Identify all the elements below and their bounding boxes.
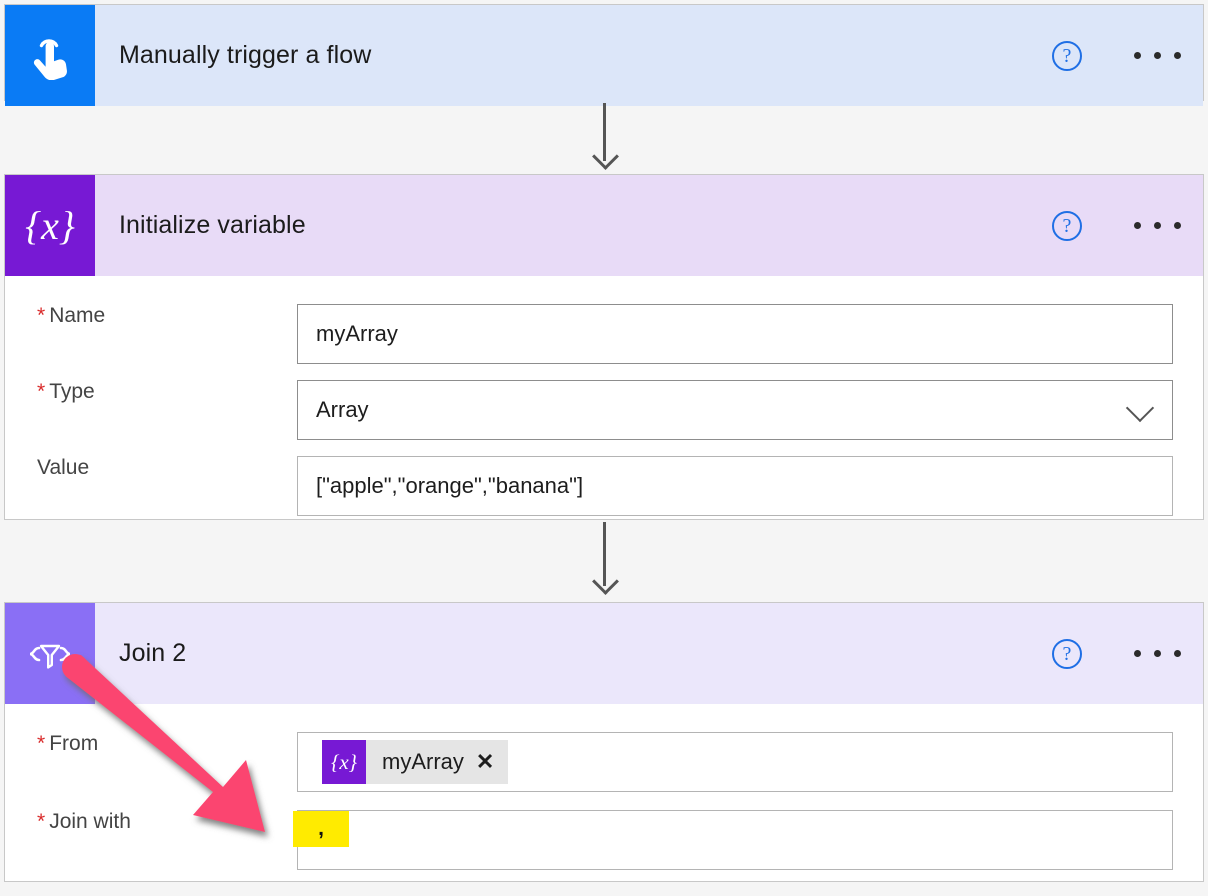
label-type: *Type — [5, 380, 297, 404]
card-title: Join 2 — [119, 639, 187, 667]
variable-braces-glyph: {x} — [25, 203, 75, 248]
required-asterisk: * — [37, 304, 46, 327]
card-body: *Name myArray *Type Array Value ["apple"… — [5, 304, 1203, 516]
more-options-icon[interactable] — [1134, 222, 1181, 229]
more-options-icon[interactable] — [1134, 650, 1181, 657]
more-options-icon[interactable] — [1134, 52, 1181, 59]
card-body: *From {x} myArray ✕ *Join with — [5, 732, 1203, 870]
label-text: Name — [49, 304, 106, 327]
label-name: *Name — [5, 304, 297, 328]
join-with-input[interactable] — [297, 810, 1173, 870]
highlight-marker-comma: , — [293, 811, 349, 847]
form-row-name: *Name myArray — [5, 304, 1203, 364]
form-row-join-with: *Join with — [5, 810, 1203, 870]
filter-funnel-braces-icon — [5, 603, 95, 704]
connector-initialize-variable-to-join-2 — [592, 522, 619, 598]
required-asterisk: * — [37, 810, 46, 833]
card-manually-trigger-a-flow[interactable]: Manually trigger a flow ? — [4, 4, 1204, 106]
help-icon[interactable]: ? — [1052, 210, 1082, 241]
connector-trigger-to-initialize-variable — [592, 103, 619, 171]
value-input[interactable]: ["apple","orange","banana"] — [297, 456, 1173, 516]
variable-braces-icon: {x} — [322, 740, 366, 784]
card-join-2[interactable]: Join 2 ? *From {x} myArray ✕ *Join with — [4, 602, 1204, 882]
label-text: Type — [49, 380, 95, 403]
touch-tap-icon — [5, 5, 95, 106]
type-select[interactable]: Array — [297, 380, 1173, 440]
label-text: Join with — [49, 810, 131, 833]
card-title: Manually trigger a flow — [119, 41, 372, 69]
header-actions: ? — [1052, 175, 1181, 276]
remove-token-icon[interactable]: ✕ — [475, 749, 495, 774]
required-asterisk: * — [37, 732, 46, 755]
help-icon[interactable]: ? — [1052, 638, 1082, 669]
help-icon[interactable]: ? — [1052, 40, 1082, 71]
card-header[interactable]: Join 2 ? — [5, 603, 1203, 704]
label-value: Value — [5, 456, 297, 480]
variable-token-chip[interactable]: {x} myArray ✕ — [322, 740, 509, 784]
card-header[interactable]: {x} Initialize variable ? — [5, 175, 1203, 276]
chevron-down-icon[interactable] — [1125, 393, 1155, 423]
header-actions: ? — [1052, 5, 1181, 106]
name-input[interactable]: myArray — [297, 304, 1173, 364]
header-actions: ? — [1052, 603, 1181, 704]
label-text: From — [49, 732, 99, 755]
form-row-from: *From {x} myArray ✕ — [5, 732, 1203, 792]
card-header[interactable]: Manually trigger a flow ? — [5, 5, 1203, 106]
label-join-with: *Join with — [5, 810, 297, 834]
label-text: Value — [37, 456, 90, 479]
card-initialize-variable[interactable]: {x} Initialize variable ? *Name myArray … — [4, 174, 1204, 520]
form-row-value: Value ["apple","orange","banana"] — [5, 456, 1203, 516]
form-row-type: *Type Array — [5, 380, 1203, 440]
type-select-value: Array — [316, 397, 369, 422]
required-asterisk: * — [37, 380, 46, 403]
variable-braces-icon: {x} — [5, 175, 95, 276]
card-title: Initialize variable — [119, 211, 306, 239]
label-from: *From — [5, 732, 297, 756]
token-label: myArray — [382, 749, 464, 774]
from-input[interactable]: {x} myArray ✕ — [297, 732, 1173, 792]
